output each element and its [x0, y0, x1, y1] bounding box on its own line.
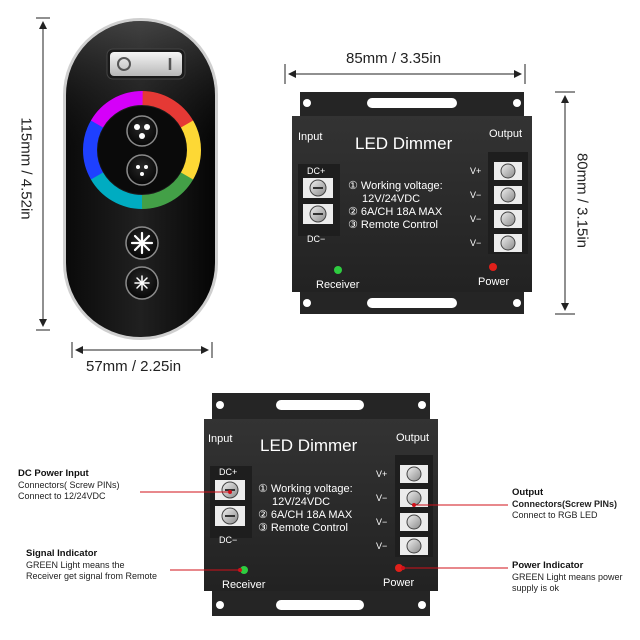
- input-label-bottom: Input: [208, 433, 233, 445]
- dc-minus-label-bottom: DC−: [219, 535, 238, 545]
- power-led: [489, 263, 497, 271]
- remote-control: [63, 18, 218, 340]
- v-minus-label-2: V−: [470, 214, 482, 224]
- power-switch-icon: [106, 48, 186, 80]
- rgb-ring-icon: [83, 91, 201, 209]
- dimmer-top: [292, 92, 532, 314]
- output-label-bottom: Output: [396, 432, 430, 444]
- power-label-bottom: Power: [383, 577, 415, 589]
- signal-line-1: GREEN Light means the: [26, 560, 125, 570]
- spec-voltage-value: 12V/24VDC: [362, 193, 421, 205]
- output-line-1: Connectors(Screw PINs): [512, 499, 618, 509]
- dc-power-annotation-body: Connectors( Screw PINs) Connect to 12/24…: [18, 480, 120, 502]
- product-title: LED Dimmer: [355, 134, 453, 153]
- power-label: Power: [478, 276, 510, 288]
- spec-voltage-bottom: ① Working voltage:: [258, 483, 353, 495]
- v-plus-label-bottom: V+: [376, 469, 388, 479]
- v-minus-label-b2: V−: [376, 517, 388, 527]
- spec-current-bottom: ② 6A/CH 18A MAX: [258, 509, 353, 521]
- dc-plus-label: DC+: [307, 166, 326, 176]
- dc-plus-label-bottom: DC+: [219, 467, 238, 477]
- receiver-led: [334, 266, 342, 274]
- mode-button-top[interactable]: [126, 115, 158, 147]
- receiver-led-bottom: [240, 566, 248, 574]
- power-led-bottom: [395, 564, 403, 572]
- dc-power-line-1: Connectors( Screw PINs): [18, 480, 120, 490]
- dimmer-width-dimension: [284, 64, 526, 84]
- signal-line-2: Receiver get signal from Remote: [26, 571, 158, 581]
- output-annotation-title: Output: [512, 487, 544, 498]
- remote-height-dimension: [36, 17, 50, 331]
- v-minus-label-1: V−: [470, 190, 482, 200]
- annotation-lines: [140, 491, 508, 571]
- spec-list-bottom: ① Working voltage: 12V/24VDC ② 6A/CH 18A…: [258, 483, 353, 535]
- remote-width-label: 57mm / 2.25in: [86, 358, 182, 375]
- dc-power-annotation-title: DC Power Input: [18, 468, 89, 479]
- power-line-1: GREEN Light means power: [512, 572, 623, 582]
- dimmer-height-label: 80mm / 3.15in: [573, 152, 591, 249]
- brightness-icon[interactable]: [125, 226, 159, 260]
- dimmer-width-label: 85mm / 3.35in: [346, 50, 442, 67]
- spec-voltage-value-bottom: 12V/24VDC: [272, 496, 331, 508]
- receiver-label: Receiver: [316, 279, 360, 291]
- signal-annotation-title: Signal Indicator: [26, 548, 98, 559]
- dc-minus-label: DC−: [307, 234, 326, 244]
- output-annotation-body: Connectors(Screw PINs) Connect to RGB LE…: [512, 499, 617, 521]
- power-line-2: supply is ok: [512, 583, 560, 593]
- power-annotation-title: Power Indicator: [512, 560, 584, 571]
- power-annotation-body: GREEN Light means power supply is ok: [512, 572, 623, 594]
- dim-icon[interactable]: [125, 266, 159, 300]
- product-title-bottom: LED Dimmer: [260, 436, 358, 455]
- remote-height-label: 115mm / 4.52in: [17, 117, 35, 220]
- spec-current: ② 6A/CH 18A MAX: [348, 206, 443, 218]
- input-label: Input: [298, 131, 323, 143]
- dimmer-bottom: [204, 393, 438, 616]
- spec-remote: ③ Remote Control: [348, 219, 438, 231]
- dimmer-height-dimension: [555, 91, 575, 315]
- v-minus-label-b3: V−: [376, 541, 388, 551]
- v-minus-label-3: V−: [470, 238, 482, 248]
- spec-list: ① Working voltage: 12V/24VDC ② 6A/CH 18A…: [348, 180, 443, 232]
- signal-annotation-body: GREEN Light means the Receiver get signa…: [26, 560, 157, 582]
- output-label: Output: [489, 128, 523, 140]
- spec-remote-bottom: ③ Remote Control: [258, 522, 348, 534]
- output-line-2: Connect to RGB LED: [512, 510, 598, 520]
- spec-voltage: ① Working voltage:: [348, 180, 443, 192]
- dc-power-line-2: Connect to 12/24VDC: [18, 491, 106, 501]
- receiver-label-bottom: Receiver: [222, 579, 266, 591]
- mode-button-bottom[interactable]: [126, 154, 158, 186]
- v-minus-label-b1: V−: [376, 493, 388, 503]
- remote-width-dimension: [71, 342, 213, 358]
- v-plus-label: V+: [470, 166, 482, 176]
